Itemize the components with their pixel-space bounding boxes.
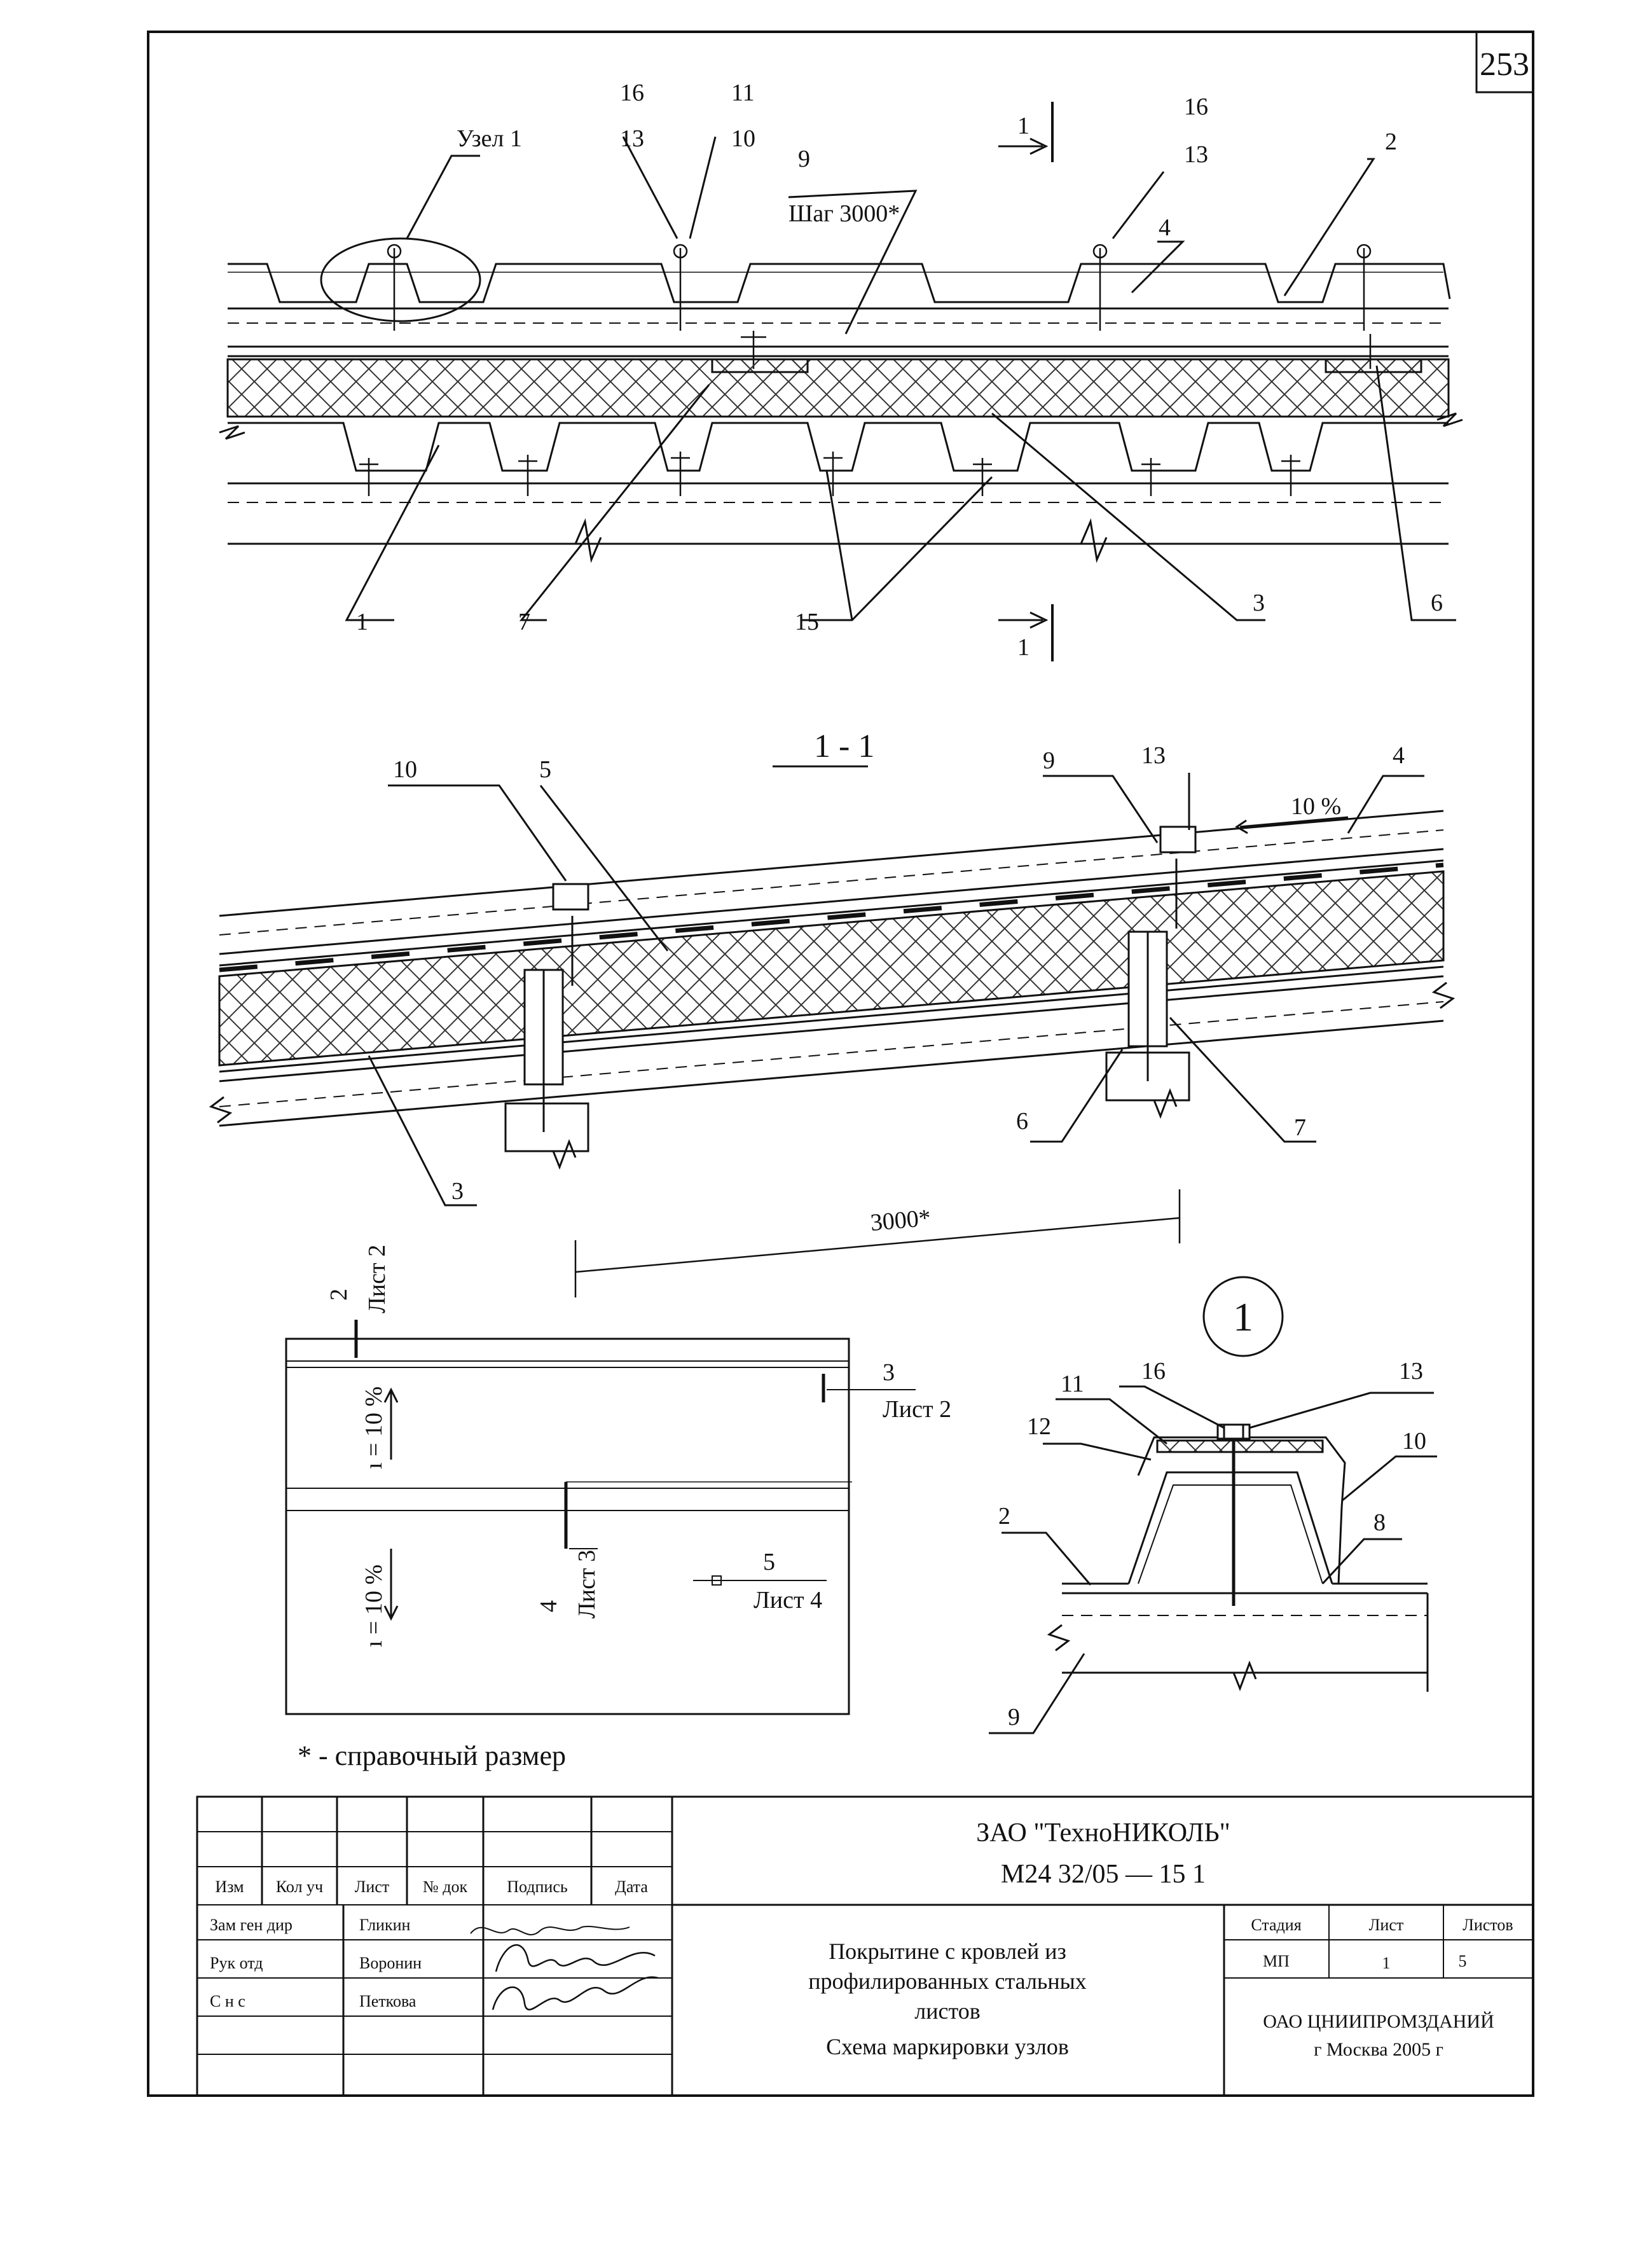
plan-leader-3: 3 [1253, 590, 1265, 616]
slope-label-top: ı = 10 % [361, 1386, 387, 1469]
section-1-1 [209, 773, 1456, 1297]
col-header-izm: Изм [215, 1877, 244, 1896]
plan-leader-4: 4 [1159, 214, 1171, 241]
node-1-labels: 1 11 16 13 12 10 2 8 9 [998, 1294, 1426, 1731]
section-leader-9: 9 [1043, 747, 1055, 774]
title-block [196, 1795, 1534, 2097]
document-code: М24 32/05 — 15 1 [1001, 1860, 1206, 1889]
plan-leader-2: 2 [1385, 128, 1397, 155]
node-1-circle [1202, 1276, 1284, 1357]
marker-2-sheet: Лист 2 [364, 1245, 390, 1313]
marker-5-sheet: Лист 4 [754, 1587, 822, 1614]
step-label: Шаг 3000* [788, 200, 900, 227]
marker-4-sheet: Лист 3 [574, 1550, 600, 1619]
section-leader-4: 4 [1393, 742, 1405, 769]
plan-leader-1: 1 [356, 609, 368, 635]
insulation-band [226, 358, 1450, 418]
city-year: г Москва 2005 г [1314, 2039, 1443, 2060]
section-dimension: 3000* [869, 1205, 932, 1236]
description-line-3: листов [914, 1998, 980, 2024]
cut-mark-bottom: 1 [1017, 634, 1029, 661]
col-header-list: Лист [355, 1877, 389, 1896]
node-1-ellipse [320, 237, 481, 322]
company-name: ЗАО "ТехноНИКОЛЬ" [976, 1818, 1230, 1848]
description-line-4: Схема маркировки узлов [826, 2034, 1069, 2059]
node-1-callout: Узел 1 [457, 125, 522, 152]
section-leader-7: 7 [1294, 1114, 1306, 1141]
node-leader-2: 2 [998, 1503, 1010, 1530]
node-leader-9: 9 [1008, 1704, 1020, 1731]
plan-leader-7: 7 [518, 609, 530, 635]
plan-leader-11: 11 [731, 80, 755, 106]
sheet-value: 1 [1382, 1954, 1391, 1972]
plan-leader-13b: 13 [1184, 141, 1208, 168]
stage-value: МП [1263, 1952, 1290, 1970]
sheets-value: 5 [1459, 1952, 1467, 1970]
plan-leader-16b: 16 [1184, 93, 1208, 120]
section-leader-13: 13 [1141, 742, 1166, 769]
section-leader-3: 3 [451, 1178, 464, 1205]
description-line-1: Покрытине с кровлей из [829, 1939, 1066, 1964]
col-header-kol-uch: Кол уч [276, 1877, 323, 1896]
sheet-header: Лист [1369, 1916, 1403, 1934]
slope-label-bottom: ı = 10 % [361, 1565, 387, 1647]
section-title: 1 - 1 [814, 728, 874, 764]
name-3: Петкова [359, 1992, 416, 2010]
plan-leader-9: 9 [798, 146, 810, 172]
marker-3-num: 3 [883, 1359, 895, 1386]
node-leader-13: 13 [1399, 1358, 1423, 1385]
title-block-text: ЗАО "ТехноНИКОЛЬ" М24 32/05 — 15 1 Изм К… [210, 1818, 1513, 2060]
plan-labels: Узел 1 Шаг 3000* 16 13 11 10 9 16 13 2 4… [356, 80, 1443, 661]
name-1: Гликин [359, 1916, 411, 1934]
marker-2-num: 2 [326, 1289, 352, 1301]
role-2: Рук отд [210, 1954, 263, 1972]
plan-leader-13a: 13 [620, 125, 644, 152]
role-3: С н с [210, 1992, 245, 2010]
node-1-detail [989, 1276, 1437, 1734]
node-leader-10: 10 [1402, 1428, 1426, 1455]
node-leader-12: 12 [1027, 1413, 1051, 1440]
page-number: 253 [1480, 46, 1529, 83]
top-profiled-sheet [228, 263, 1451, 303]
col-header-doc-no: № док [423, 1877, 468, 1896]
node-leader-8: 8 [1373, 1509, 1386, 1536]
marking-scheme-labels: 2 Лист 2 3 Лист 2 4 Лист 3 5 Лист 4 ı = … [326, 1245, 951, 1647]
section-leader-6: 6 [1016, 1108, 1028, 1135]
section-slope: 10 % [1291, 793, 1341, 820]
sheet-frame [147, 31, 1534, 2097]
col-header-date: Дата [615, 1877, 648, 1896]
signature-3 [492, 1976, 659, 2010]
section-1-1-labels: 1 - 1 10 % 10 5 9 13 4 3 6 7 3000* [393, 728, 1405, 1236]
section-leader-10: 10 [393, 756, 417, 783]
plan-leader-15: 15 [795, 609, 819, 635]
marker-4-num: 4 [535, 1600, 562, 1612]
signature-2 [495, 1944, 656, 1972]
section-leader-5: 5 [539, 756, 551, 783]
bottom-profiled-sheet [228, 422, 1449, 472]
node-leader-11: 11 [1061, 1371, 1084, 1397]
page-number-box: 253 [1475, 31, 1534, 93]
sheets-header: Листов [1463, 1916, 1513, 1934]
footnote: * - справочный размер [298, 1740, 566, 1771]
marker-5-num: 5 [763, 1549, 775, 1575]
plan-leader-10: 10 [731, 125, 755, 152]
organization: ОАО ЦНИИПРОМЗДАНИЙ [1263, 2011, 1494, 2032]
node-leader-16: 16 [1141, 1358, 1166, 1385]
name-2: Воронин [359, 1954, 422, 1972]
marking-scheme [285, 1320, 916, 1715]
plan-leader-6: 6 [1431, 590, 1443, 616]
node-1-number: 1 [1233, 1294, 1253, 1339]
cut-mark-top: 1 [1017, 113, 1029, 139]
col-header-signature: Подпись [507, 1877, 568, 1896]
description-line-2: профилированных стальных [808, 1968, 1087, 1994]
plan-leader-16a: 16 [620, 80, 644, 106]
marker-3-sheet: Лист 2 [883, 1396, 951, 1423]
signature-1 [470, 1926, 630, 1935]
stage-header: Стадия [1251, 1916, 1301, 1934]
role-1: Зам ген дир [210, 1916, 293, 1934]
roof-plan-section [219, 102, 1463, 661]
